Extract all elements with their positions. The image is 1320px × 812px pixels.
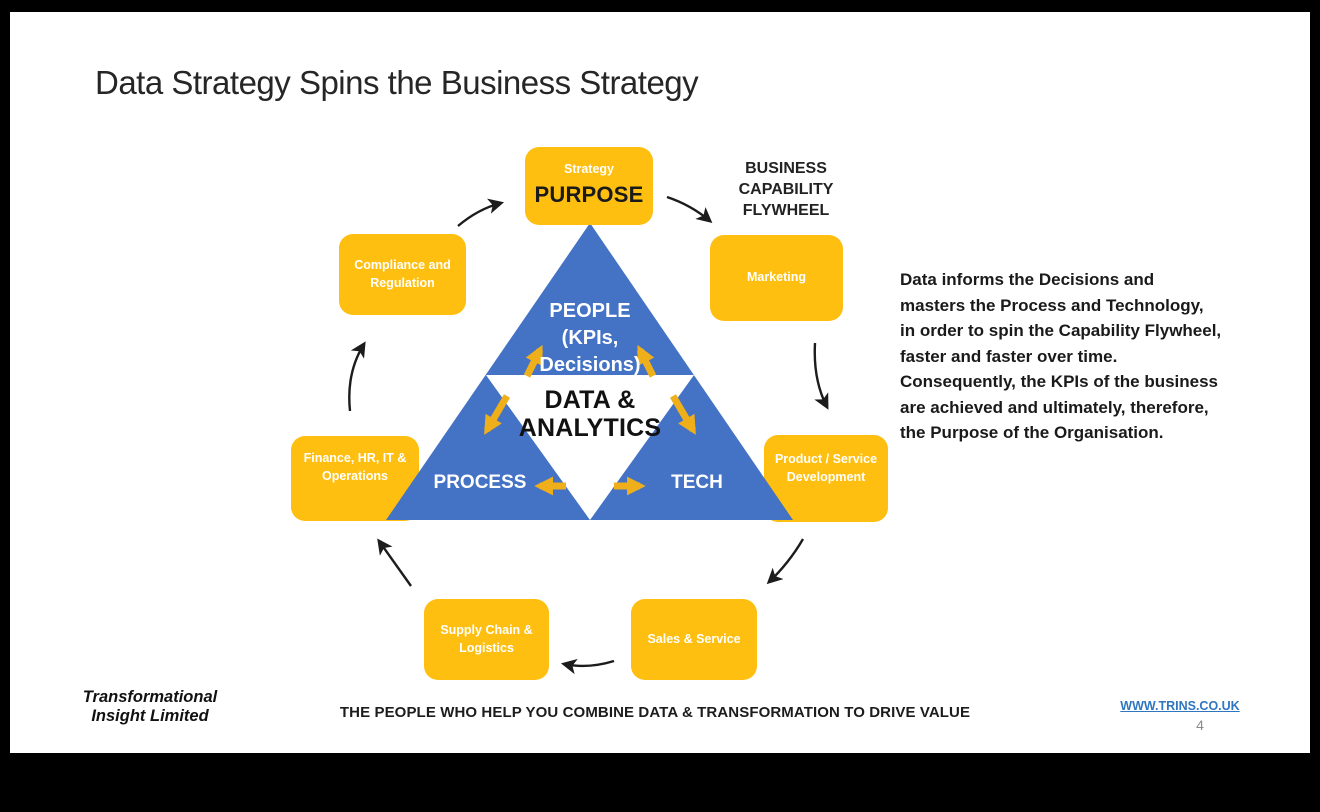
data-analytics-line: DATA & bbox=[544, 386, 636, 414]
gold-arrow-up-left-icon bbox=[523, 344, 544, 378]
purpose-label: PURPOSE bbox=[534, 182, 644, 208]
triangle-people-label: PEOPLE (KPIs, Decisions) bbox=[510, 298, 670, 379]
triangle-data-analytics-label: DATA & ANALYTICS bbox=[490, 386, 690, 442]
people-line: (KPIs, bbox=[561, 327, 619, 349]
website-link[interactable]: WWW.TRINS.CO.UK bbox=[1120, 699, 1240, 713]
people-line: Decisions) bbox=[539, 354, 641, 376]
box-compliance-regulation: Compliance and Regulation bbox=[339, 234, 466, 315]
box-product-label: Product / Service Development bbox=[774, 452, 878, 484]
arrow-strategy-to-marketing-icon bbox=[666, 195, 713, 224]
box-strategy: Strategy PURPOSE bbox=[525, 147, 653, 225]
arrow-compliance-to-strategy-icon bbox=[457, 198, 505, 227]
box-compliance-label: Compliance and Regulation bbox=[354, 258, 451, 290]
blue-triangle bbox=[386, 223, 793, 520]
arrow-finance-to-compliance-icon bbox=[348, 341, 366, 412]
box-supply-chain-logistics: Supply Chain & Logistics bbox=[424, 599, 549, 680]
description-paragraph: Data informs the Decisions and masters t… bbox=[900, 270, 1222, 442]
gold-arrow-down-right-icon bbox=[669, 394, 697, 435]
flywheel-heading-line: FLYWHEEL bbox=[742, 202, 830, 219]
gold-arrow-down-left-icon bbox=[483, 394, 511, 435]
arrow-supply-to-finance-icon bbox=[377, 538, 412, 587]
flywheel-heading: BUSINESS CAPABILITY FLYWHEEL bbox=[706, 158, 866, 221]
arrow-product-to-sales-icon bbox=[766, 538, 805, 585]
triangle-tech-label: TECH bbox=[671, 472, 723, 493]
inner-white-triangle bbox=[486, 375, 694, 520]
box-finance-label: Finance, HR, IT & Operations bbox=[303, 451, 407, 483]
page-number: 4 bbox=[1196, 717, 1204, 733]
box-product-service-development: Product / Service Development bbox=[764, 435, 888, 522]
box-strategy-label: Strategy bbox=[563, 161, 615, 176]
page-title: Data Strategy Spins the Business Strateg… bbox=[95, 64, 699, 101]
box-supply-label: Supply Chain & Logistics bbox=[440, 623, 533, 655]
box-marketing-label: Marketing bbox=[746, 270, 807, 285]
flywheel-heading-line: CAPABILITY bbox=[738, 181, 834, 198]
flywheel-diagram bbox=[348, 195, 829, 675]
slide: Data Strategy Spins the Business Strateg… bbox=[10, 12, 1310, 753]
logo-line: Insight Limited bbox=[91, 707, 209, 725]
box-marketing: Marketing bbox=[710, 235, 843, 321]
box-sales-label: Sales & Service bbox=[647, 631, 741, 646]
arrow-marketing-to-product-icon bbox=[813, 342, 829, 410]
arrow-sales-to-supply-icon bbox=[560, 658, 615, 675]
triangle-process-label: PROCESS bbox=[433, 472, 527, 493]
logo-line: Transformational bbox=[82, 688, 218, 706]
footer-tagline: THE PEOPLE WHO HELP YOU COMBINE DATA & T… bbox=[339, 704, 971, 721]
flywheel-heading-line: BUSINESS bbox=[745, 160, 827, 177]
box-sales-service: Sales & Service bbox=[631, 599, 757, 680]
gold-arrow-up-right-icon bbox=[636, 344, 657, 378]
people-line: PEOPLE bbox=[549, 300, 631, 322]
data-analytics-line: ANALYTICS bbox=[518, 414, 662, 442]
company-logo: Transformational Insight Limited bbox=[50, 688, 250, 726]
